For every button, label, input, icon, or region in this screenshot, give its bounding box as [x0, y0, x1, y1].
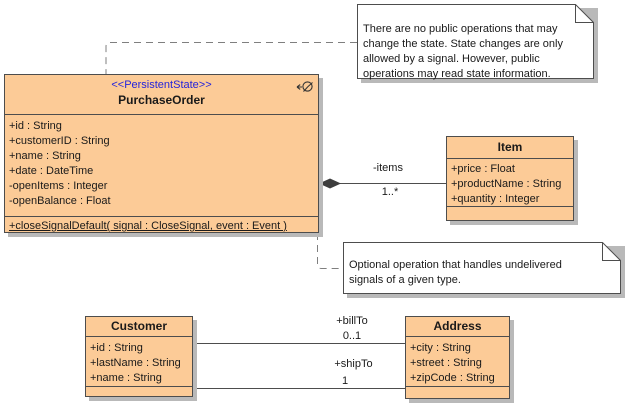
note-text: Optional operation that handles undelive… — [349, 259, 562, 286]
class-item[interactable]: Item +price : Float +productName : Strin… — [446, 136, 574, 221]
attributes-compartment: +price : Float +productName : String +qu… — [447, 158, 573, 206]
state-machine-icon — [296, 81, 313, 92]
class-address-header: Address — [406, 317, 509, 336]
attributes-compartment: +city : String +street : String +zipCode… — [406, 336, 509, 386]
shipto-role-label: +shipTo — [334, 358, 373, 370]
note-shape — [343, 242, 621, 294]
attribute: +id : String — [9, 120, 62, 132]
attributes-compartment: +id : String +lastName : String +name : … — [86, 336, 192, 386]
attribute: +name : String — [9, 150, 81, 162]
class-customer-header: Customer — [86, 317, 192, 336]
attribute: -openBalance : Float — [9, 195, 111, 207]
attribute: +zipCode : String — [410, 372, 495, 384]
attribute: -openItems : Integer — [9, 180, 108, 192]
note1-anchor-line — [105, 42, 357, 74]
attributes-compartment: +id : String +customerID : String +name … — [5, 114, 318, 216]
note-optional-operation[interactable]: Optional operation that handles undelive… — [343, 242, 625, 298]
class-item-header: Item — [447, 137, 573, 158]
class-name: Address — [433, 319, 482, 333]
attribute: +name : String — [90, 372, 162, 384]
attribute: +lastName : String — [90, 357, 181, 369]
note-state-operations[interactable]: There are no public operations that may … — [357, 4, 598, 83]
attribute: +price : Float — [451, 163, 515, 175]
items-multiplicity-label: 1..* — [381, 186, 399, 198]
operation: +closeSignalDefault( signal : CloseSigna… — [9, 220, 287, 232]
attribute: +city : String — [410, 342, 471, 354]
note-shape — [357, 4, 594, 79]
note-text: There are no public operations that may … — [363, 23, 563, 80]
class-purchaseorder[interactable]: <<PersistentState>> PurchaseOrder +id : … — [4, 74, 319, 233]
class-customer[interactable]: Customer +id : String +lastName : String… — [85, 316, 193, 397]
attribute: +productName : String — [451, 178, 562, 190]
operations-compartment: +closeSignalDefault( signal : CloseSigna… — [5, 216, 318, 234]
billto-multiplicity-label: 0..1 — [342, 330, 362, 342]
operations-compartment-empty — [86, 386, 192, 398]
attribute: +quantity : Integer — [451, 193, 540, 205]
shipto-multiplicity-label: 1 — [341, 375, 349, 387]
class-name: Customer — [110, 319, 167, 333]
attribute: +date : DateTime — [9, 165, 94, 177]
class-address[interactable]: Address +city : String +street : String … — [405, 316, 510, 399]
operations-compartment-empty — [406, 386, 509, 400]
composition-diamond-icon — [319, 178, 341, 189]
note2-anchor-line — [317, 233, 343, 269]
billto-role-label: +billTo — [336, 315, 368, 327]
attribute: +id : String — [90, 342, 143, 354]
attribute: +customerID : String — [9, 135, 110, 147]
class-name: PurchaseOrder — [118, 93, 205, 107]
stereotype-label: <<PersistentState>> — [111, 79, 212, 91]
class-name: Item — [497, 140, 523, 154]
items-role-label: -items — [373, 162, 403, 174]
class-purchaseorder-header: <<PersistentState>> PurchaseOrder — [5, 75, 318, 114]
operations-compartment-empty — [447, 206, 573, 222]
attribute: +street : String — [410, 357, 482, 369]
